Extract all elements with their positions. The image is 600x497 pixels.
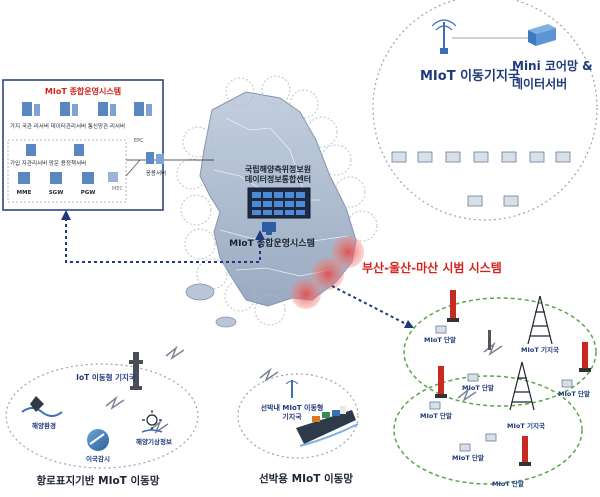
weather-sun-icon	[141, 410, 163, 433]
beacon-item-3: 해양기상정보	[136, 437, 172, 446]
ship-bs-label-2: 기지국	[282, 412, 302, 421]
ship-caption: 선박용 MIoT 이동망	[259, 472, 353, 485]
terminal-label-1: MIoT 단말	[424, 335, 456, 344]
beacon-bs-label: IoT 이동형 기지국	[76, 372, 136, 382]
core-label-1: Mini 코어망 &	[512, 58, 593, 73]
terminal-label-6: MIoT 단말	[492, 479, 524, 488]
epc-node-icons	[18, 172, 118, 184]
mobile-bs-terminals	[391, 151, 571, 207]
node-sgw: SGW	[49, 190, 64, 196]
ops-label: MIoT 종합운영시스템	[229, 237, 315, 249]
border-watch-icon	[87, 429, 109, 451]
beacon-item-2: 이국감시	[86, 454, 110, 463]
data-center-screen	[247, 187, 311, 219]
terminal-label-3: MIoT 단말	[558, 389, 590, 398]
bs-label-2: MIoT 기지국	[507, 421, 545, 430]
mobile-bs-label: MIoT 이동기지국	[420, 68, 520, 84]
ship-antenna-icon	[285, 380, 299, 398]
center-label-2: 데이터정보통합센터	[245, 174, 311, 184]
beacon-group-circle	[5, 363, 199, 469]
ops-to-center-arrow	[65, 212, 261, 263]
cargo-ship-icon	[296, 406, 359, 447]
terminal-label-4: MIoT 단말	[420, 411, 452, 420]
center-label-1: 국립해양측위정보원	[245, 164, 311, 174]
pilot-area-circles	[291, 236, 364, 309]
ops-box-title: MIoT 종합운영시스템	[45, 86, 121, 96]
node-pgw: PGW	[81, 190, 96, 196]
mobile-bs-circle	[372, 0, 598, 221]
pilot-to-terminal-arrow	[331, 285, 411, 327]
core-label-2: 데이터서버	[512, 76, 567, 91]
beacon-caption: 항로표지기반 MIoT 이동망	[37, 474, 160, 487]
terminal-group-circles	[393, 297, 597, 485]
arrow-head-up-left	[61, 210, 71, 220]
lattice-tower-icon	[527, 295, 553, 345]
ops-computer-icon	[262, 222, 276, 235]
arrow-head-up-center	[255, 230, 265, 240]
epc-label: EPC	[134, 138, 144, 144]
server-icons-row1	[22, 102, 152, 116]
app-server-icon	[146, 152, 164, 164]
beacon-tower-icon	[129, 352, 143, 390]
ship-bs-label-1: 선박내 MIoT 이동형	[261, 403, 324, 412]
beacon-item-1: 해양환경	[32, 421, 56, 430]
ship-group-circle	[237, 373, 359, 459]
terminal-label-2: MIoT 단말	[462, 383, 494, 392]
server-icons-row2	[26, 144, 84, 156]
mec-link	[125, 159, 141, 177]
bs-label-1: MIoT 기지국	[521, 345, 559, 354]
app-server-label: 응용서버	[146, 169, 166, 177]
server-box-icon	[528, 24, 556, 46]
wireless-link-icons	[105, 341, 503, 434]
lattice-tower-icon-2	[509, 361, 535, 411]
antenna-tower-icon	[431, 19, 457, 54]
terminal-label-5: MIoT 단말	[452, 453, 484, 462]
terminal-device-icons	[429, 325, 573, 452]
node-mme: MME	[17, 190, 32, 196]
arrow-head-right	[404, 320, 414, 328]
coastal-coverage-circles	[176, 75, 378, 326]
ops-row1-label: 가지 국관 리서버 데이터관리서버 통신망관 리서버	[10, 122, 125, 130]
red-beacon-icons	[435, 290, 591, 466]
mec-label: MEC	[112, 186, 123, 192]
pilot-label: 부산-울산-마산 시범 시스템	[362, 260, 502, 275]
ops-row2-label: 가입 자관리서버 망운 용정책서버	[10, 159, 86, 167]
marine-env-icon	[21, 396, 63, 417]
